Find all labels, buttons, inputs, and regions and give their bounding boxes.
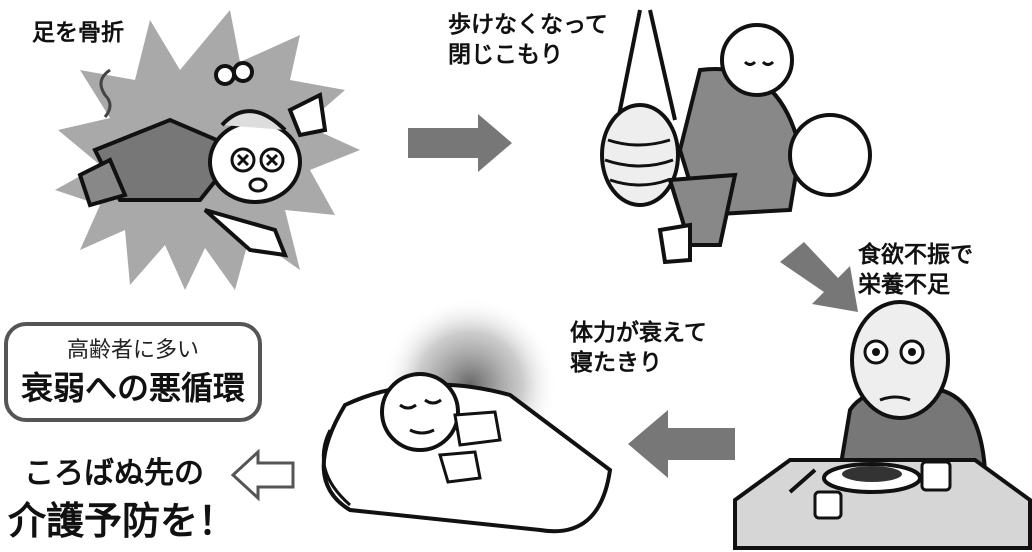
- vicious-cycle-box: 高齢者に多い 衰弱への悪循環: [4, 322, 262, 422]
- caption-fracture: 足を骨折: [32, 18, 124, 48]
- caption-fracture-text: 足を骨折: [32, 20, 124, 46]
- caption-housebound: 歩けなくなって 閉じこもり: [448, 12, 608, 68]
- outline-arrow-left: [230, 448, 295, 502]
- arrow-left: [628, 410, 735, 478]
- cta-line2: 介護予防を！: [8, 499, 237, 543]
- bedridden-scene: [321, 297, 613, 534]
- housebound-scene: [600, 9, 872, 265]
- arrow-down-right: [780, 242, 858, 312]
- arrow-right: [408, 114, 512, 172]
- appetite-scene: [733, 300, 1032, 550]
- box-subtitle: 高齢者に多い: [66, 338, 199, 363]
- caption-bedridden: 体力が衰えて 寝たきり: [570, 320, 707, 376]
- fall-scene: [55, 10, 360, 290]
- box-title: 衰弱への悪循環: [20, 369, 245, 407]
- cta-line1: ころばぬ先の: [24, 456, 204, 491]
- caption-appetite: 食欲不振で 栄養不足: [858, 242, 973, 298]
